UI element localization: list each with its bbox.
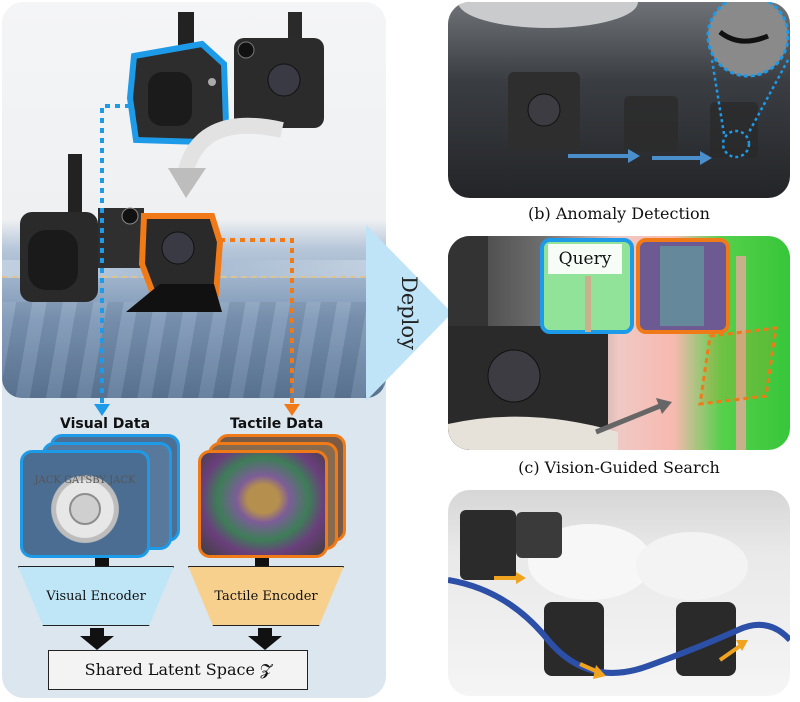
visual-data-label: Visual Data	[60, 416, 151, 432]
tactile-sensor-knob	[161, 231, 195, 265]
tactile-dotted-connector	[220, 238, 294, 398]
visual-connector-arrowhead	[94, 404, 110, 416]
visual-dotted-connector	[100, 104, 130, 398]
robot-photo	[2, 2, 386, 398]
motion-arrow-shaft	[178, 117, 284, 173]
query-tactile-zipper	[660, 246, 704, 326]
blue-cable	[448, 577, 790, 676]
cable-arrow-3-head	[736, 640, 748, 651]
cable-following-illustration	[448, 510, 790, 679]
cable-arrow-1-head	[516, 572, 526, 584]
zoom-line-right	[746, 59, 790, 135]
anomaly-marker-circle	[721, 129, 751, 159]
visual-encoder-out-shaft	[90, 628, 104, 636]
sensor-knob	[487, 349, 541, 403]
visual-encoder: Visual Encoder	[18, 566, 174, 626]
anomaly-detection-illustration	[458, 2, 790, 165]
shared-latent-space: Shared Latent Space 𝓩	[48, 650, 308, 690]
panel-b-caption: (b) Anomaly Detection	[528, 204, 710, 223]
upper-camera-screw	[208, 78, 216, 86]
zoom-line-left	[710, 59, 726, 135]
fabric-defect	[718, 29, 769, 44]
cable-following-photo	[448, 490, 790, 696]
upper-camera-lens	[148, 72, 192, 126]
tactile-encoder-out-arrowhead	[248, 636, 282, 650]
tactile-encoder-out-shaft	[258, 628, 272, 636]
search-arrow-head	[656, 398, 672, 414]
button-center	[69, 493, 101, 525]
sensor-knob-1	[527, 93, 561, 127]
robot-illustration	[20, 12, 324, 398]
visual-data-image: JACK GATSBY JACK	[20, 450, 150, 558]
jeans-texture	[2, 302, 386, 398]
robot-ghost-2	[636, 532, 748, 600]
query-label: Query	[548, 244, 622, 274]
sensor-mount	[448, 236, 488, 326]
sensor-contact-triangle	[126, 284, 222, 312]
robot-sensor-middle	[544, 602, 604, 676]
jeans-button-image: JACK GATSBY JACK	[33, 475, 136, 525]
fabric-white	[448, 416, 618, 450]
tactile-data-label: Tactile Data	[230, 416, 324, 432]
deploy-arrow-shape	[366, 225, 452, 401]
motion-arrow-head	[168, 168, 206, 198]
zipper-strip	[736, 256, 746, 450]
robot-wrist	[516, 512, 562, 558]
lower-screw	[121, 207, 139, 225]
query-zipper	[585, 276, 591, 332]
lower-camera-lens	[28, 230, 78, 290]
robot-base	[458, 2, 638, 28]
cable-arrow-3	[718, 644, 742, 662]
anomaly-detection-photo	[448, 2, 790, 198]
tactile-data-image	[198, 450, 328, 558]
search-arrow	[595, 403, 661, 435]
left-panel: Visual Data Tactile Data JACK GATSBY JAC…	[2, 2, 386, 698]
upper-gripper-knob	[267, 63, 301, 97]
motion-arrow-1-head	[628, 149, 640, 163]
robot-sensor-start	[460, 510, 516, 580]
tactile-connector-arrowhead	[284, 404, 300, 416]
sensor-position-2	[624, 96, 678, 152]
panel-c-caption: (c) Vision-Guided Search	[518, 458, 720, 477]
vision-search-illustration	[448, 236, 778, 450]
deploy-label: Deploy	[397, 276, 421, 350]
motion-arrow-2-head	[700, 151, 712, 165]
cable-arrow-2-head	[593, 665, 606, 679]
deploy-arrow	[366, 225, 452, 401]
button-engraving: JACK GATSBY JACK	[33, 475, 136, 486]
lower-cable	[68, 154, 82, 224]
upper-screw	[237, 41, 255, 59]
visual-encoder-out-arrowhead	[80, 636, 114, 650]
robot-sensor-end	[676, 602, 736, 676]
tactile-encoder: Tactile Encoder	[188, 566, 344, 626]
search-target-region	[698, 326, 778, 406]
